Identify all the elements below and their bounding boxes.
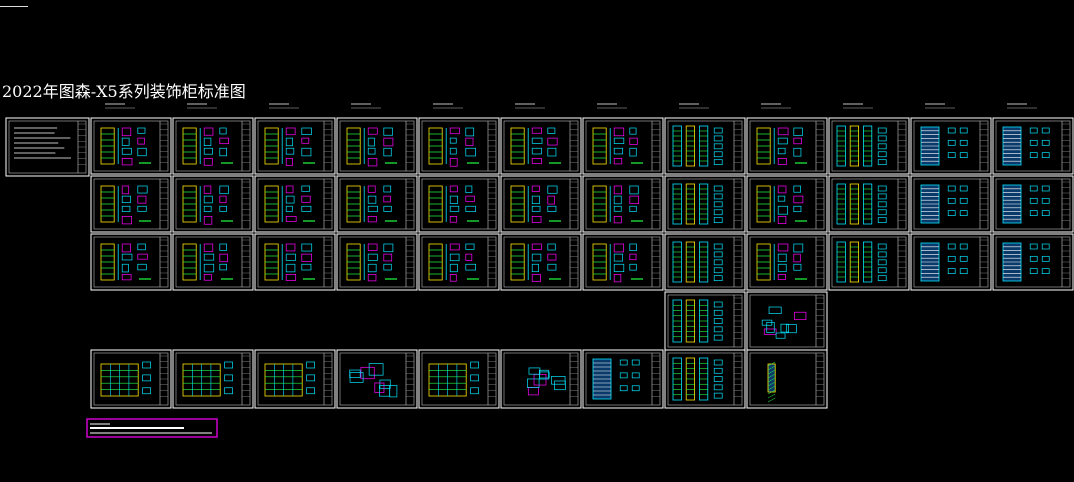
sheet-r1-c3[interactable] — [254, 117, 336, 175]
sheet-r3-c9[interactable] — [746, 233, 828, 291]
sheet-bottom-9[interactable] — [746, 349, 828, 409]
sheet-r3-c7[interactable] — [582, 233, 664, 291]
sheet-r1-c11[interactable] — [910, 117, 992, 175]
sheet-bottom-8[interactable] — [664, 349, 746, 409]
sheet-r2-c4[interactable] — [336, 175, 418, 233]
sheet-r1-c4[interactable] — [336, 117, 418, 175]
sheet-r1-c10[interactable] — [828, 117, 910, 175]
sheet-r2-c10[interactable] — [828, 175, 910, 233]
sheet-r3-c11[interactable] — [910, 233, 992, 291]
cursor-crosshair — [0, 6, 28, 7]
sheet-r2-c3[interactable] — [254, 175, 336, 233]
sheet-r1-c2[interactable] — [172, 117, 254, 175]
sheet-r2-c5[interactable] — [418, 175, 500, 233]
legend-box[interactable] — [86, 418, 218, 438]
sheet-r2-c6[interactable] — [500, 175, 582, 233]
sheet-r1-c7[interactable] — [582, 117, 664, 175]
sheet-r3-c6[interactable] — [500, 233, 582, 291]
sheet-bottom-5[interactable] — [418, 349, 500, 409]
drawing-title: 2022年图森-X5系列装饰柜标准图 — [2, 82, 246, 101]
sheet-r2-c12[interactable] — [992, 175, 1074, 233]
sheet-r1-c6[interactable] — [500, 117, 582, 175]
sheet-r3-c10[interactable] — [828, 233, 910, 291]
sheet-r3-c3[interactable] — [254, 233, 336, 291]
sheet-r1-c1[interactable] — [90, 117, 172, 175]
sheet-r3-c4[interactable] — [336, 233, 418, 291]
sheet-r1-c9[interactable] — [746, 117, 828, 175]
sheet-r3-c12[interactable] — [992, 233, 1074, 291]
sheet-r1-c5[interactable] — [418, 117, 500, 175]
sheet-cover-index[interactable] — [5, 117, 90, 177]
sheet-bottom-1[interactable] — [90, 349, 172, 409]
sheet-bottom-3[interactable] — [254, 349, 336, 409]
sheet-r1-c12[interactable] — [992, 117, 1074, 175]
sheet-r3-c5[interactable] — [418, 233, 500, 291]
sheet-bottom-6[interactable] — [500, 349, 582, 409]
sheet-r2-c9[interactable] — [746, 175, 828, 233]
sheet-r3-c1[interactable] — [90, 233, 172, 291]
sheet-bottom-2[interactable] — [172, 349, 254, 409]
sheet-r2-c8[interactable] — [664, 175, 746, 233]
sheet-r2-c11[interactable] — [910, 175, 992, 233]
sheet-extra-1[interactable] — [664, 291, 746, 351]
sheet-r3-c8[interactable] — [664, 233, 746, 291]
sheet-extra-2[interactable] — [746, 291, 828, 351]
sheet-r2-c1[interactable] — [90, 175, 172, 233]
sheet-r3-c2[interactable] — [172, 233, 254, 291]
sheet-r1-c8[interactable] — [664, 117, 746, 175]
sheet-bottom-4[interactable] — [336, 349, 418, 409]
sheet-r2-c7[interactable] — [582, 175, 664, 233]
sheet-r2-c2[interactable] — [172, 175, 254, 233]
sheet-bottom-7[interactable] — [582, 349, 664, 409]
